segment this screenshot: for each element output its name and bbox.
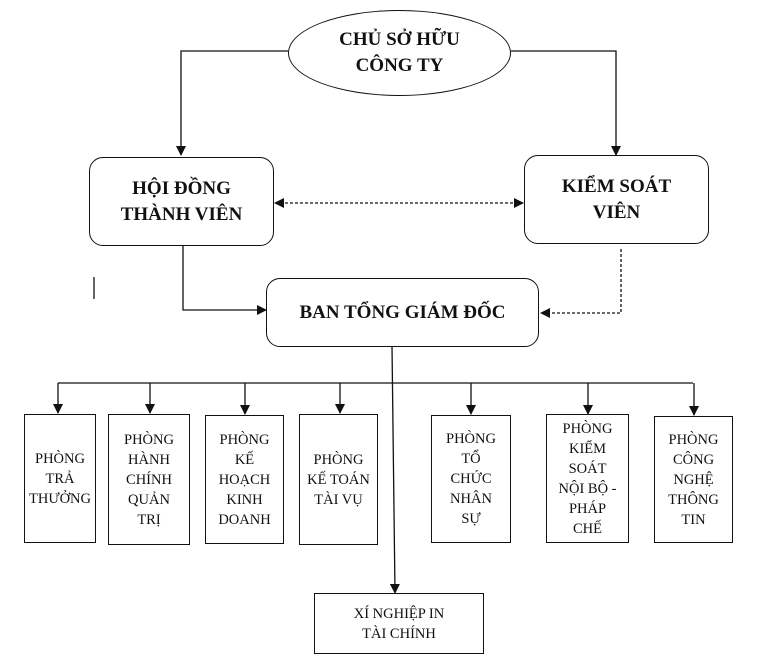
- ceo-board-label: BAN TỔNG GIÁM ĐỐC: [299, 301, 506, 323]
- edge-supervisor-ceo: [540, 249, 622, 318]
- edge-owner-supervisor: [511, 50, 621, 156]
- department-label: PHÒNG KẾ TOÁN TÀI VỤ: [307, 451, 370, 508]
- department-label: PHÒNG KIỂM SOÁT NỘI BỘ - PHÁP CHẾ: [558, 420, 617, 537]
- department-kiem-soat-noi-bo: PHÒNG KIỂM SOÁT NỘI BỘ - PHÁP CHẾ: [546, 414, 629, 543]
- edge-owner-board: [176, 50, 288, 156]
- department-ke-hoach: PHÒNG KẾ HOẠCH KINH DOANH: [205, 415, 284, 544]
- owner-node: CHỦ SỞ HỮU CÔNG TY: [288, 10, 511, 96]
- ceo-board-node: BAN TỔNG GIÁM ĐỐC: [266, 278, 539, 347]
- department-tra-thuong: PHÒNG TRẢ THƯỞNG: [24, 414, 96, 543]
- enterprise-node: XÍ NGHIỆP IN TÀI CHÍNH: [314, 593, 484, 654]
- department-label: PHÒNG HÀNH CHÍNH QUẢN TRỊ: [124, 431, 174, 528]
- department-hanh-chinh: PHÒNG HÀNH CHÍNH QUẢN TRỊ: [108, 414, 190, 545]
- supervisor-label: KIỂM SOÁT VIÊN: [561, 175, 672, 223]
- edge-ceo-enterprise: [389, 345, 400, 594]
- department-label: PHÒNG CÔNG NGHỆ THÔNG TIN: [668, 431, 719, 528]
- enterprise-label: XÍ NGHIỆP IN TÀI CHÍNH: [353, 605, 445, 642]
- supervisor-node: KIỂM SOÁT VIÊN: [524, 155, 709, 244]
- edge-board-ceo: [182, 246, 267, 315]
- owner-label: CHỦ SỞ HỮU CÔNG TY: [339, 29, 460, 76]
- department-to-chuc: PHÒNG TỔ CHỨC NHÂN SỰ: [431, 415, 511, 543]
- department-label: PHÒNG TỔ CHỨC NHÂN SỰ: [446, 431, 496, 527]
- department-ke-toan: PHÒNG KẾ TOÁN TÀI VỤ: [299, 414, 378, 545]
- board-label: HỘI ĐỒNG THÀNH VIÊN: [120, 177, 243, 225]
- department-label: PHÒNG TRẢ THƯỞNG: [29, 450, 91, 507]
- department-label: PHÒNG KẾ HOẠCH KINH DOANH: [218, 431, 271, 528]
- department-cong-nghe: PHÒNG CÔNG NGHỆ THÔNG TIN: [654, 416, 733, 543]
- board-node: HỘI ĐỒNG THÀNH VIÊN: [89, 157, 274, 246]
